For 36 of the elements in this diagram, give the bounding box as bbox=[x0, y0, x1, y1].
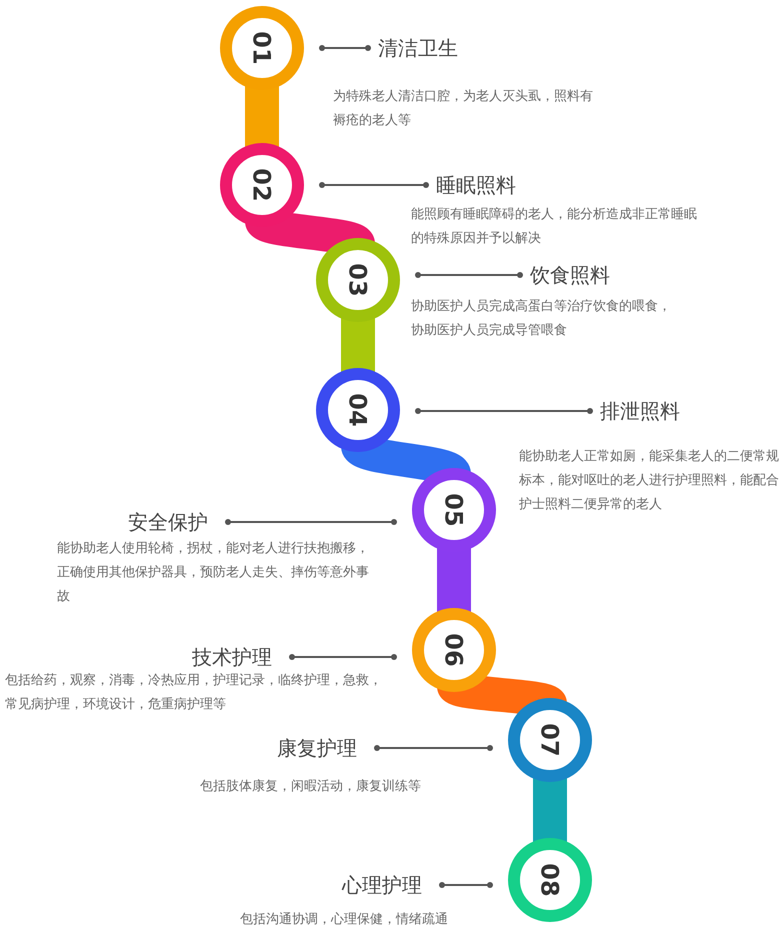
item-title: 饮食照料 bbox=[530, 262, 610, 288]
chain-link bbox=[245, 84, 279, 149]
step-number: 03 bbox=[346, 263, 370, 297]
item-title: 睡眠照料 bbox=[436, 172, 516, 198]
leader-line bbox=[319, 182, 429, 188]
item-description: 协助医护人员完成高蛋白等治疗饮食的喂食，协助医护人员完成导管喂食 bbox=[411, 298, 672, 340]
chain-link bbox=[341, 316, 375, 374]
step-number: 01 bbox=[250, 31, 274, 65]
step-number: 04 bbox=[346, 393, 370, 427]
leader-line bbox=[374, 745, 493, 751]
item-title: 安全保护 bbox=[128, 509, 208, 535]
item-title: 技术护理 bbox=[192, 644, 272, 670]
step-number: 05 bbox=[442, 493, 466, 527]
item-description: 包括肢体康复，闲暇活动，康复训练等 bbox=[200, 778, 422, 796]
item-title: 心理护理 bbox=[342, 872, 422, 898]
item-description: 包括沟通协调，心理保健，情绪疏通 bbox=[240, 911, 449, 929]
chain-link bbox=[437, 546, 471, 614]
step-number: 06 bbox=[442, 633, 466, 667]
chain-link bbox=[533, 776, 567, 844]
item-description: 为特殊老人清洁口腔，为老人灭头虱，照料有褥疮的老人等 bbox=[333, 88, 594, 130]
step-number: 02 bbox=[250, 168, 274, 202]
leader-line bbox=[439, 882, 493, 888]
item-title: 清洁卫生 bbox=[378, 35, 458, 61]
leader-line bbox=[415, 408, 593, 414]
item-description: 能协助老人使用轮椅，拐杖，能对老人进行扶抱搬移，正确使用其他保护器具，预防老人走失、摔伤等意外事故 bbox=[57, 540, 370, 606]
step-number: 08 bbox=[538, 863, 562, 897]
leader-line bbox=[319, 45, 371, 51]
step-number: 07 bbox=[538, 723, 562, 757]
leader-line bbox=[415, 272, 523, 278]
item-description: 包括给药，观察，消毒，冷热应用，护理记录，临终护理，急救，常见病护理，环境设计，危重病护理等 bbox=[5, 672, 383, 714]
item-title: 康复护理 bbox=[277, 735, 357, 761]
item-description: 能照顾有睡眠障碍的老人，能分析造成非正常睡眠的特殊原因并予以解决 bbox=[411, 206, 698, 248]
item-title: 排泄照料 bbox=[600, 398, 680, 424]
item-description: 能协助老人正常如厕，能采集老人的二便常规标本，能对呕吐的老人进行护理照料，能配合护士照料二便异常的老人 bbox=[519, 448, 780, 514]
leader-line bbox=[225, 519, 397, 525]
leader-line bbox=[289, 654, 397, 660]
